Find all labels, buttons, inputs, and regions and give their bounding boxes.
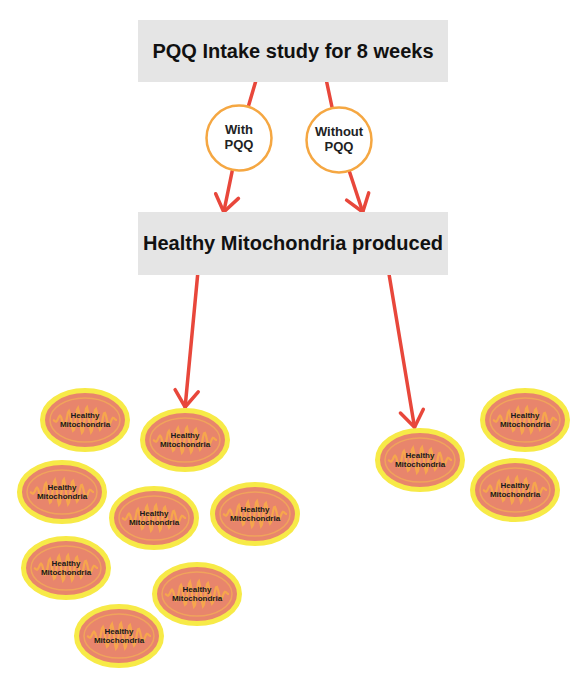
mitochondrion-label: Healthy Mitochondria [59, 411, 111, 429]
cristae-wave [483, 477, 547, 502]
mitochondrion-label: Healthy Mitochondria [171, 585, 223, 603]
cristae-wave [122, 505, 186, 530]
outer-membrane [43, 391, 128, 450]
outer-membrane [112, 489, 197, 548]
cristae-wave [87, 623, 151, 648]
cristae-wave [165, 581, 229, 606]
mitochondrion: Healthy Mitochondria [73, 603, 165, 669]
process-box: Healthy Mitochondria produced [138, 212, 448, 275]
mitochondrion: Healthy Mitochondria [374, 427, 466, 493]
arrow-connector [327, 82, 332, 107]
mitochondrion-label: Healthy Mitochondria [229, 505, 281, 523]
inner-membrane [27, 470, 97, 514]
outer-membrane [20, 463, 105, 522]
arrow-connector [347, 172, 369, 212]
mitochondrion-label: Healthy Mitochondria [36, 483, 88, 501]
node-label: Healthy Mitochondria produced [143, 232, 443, 255]
outer-membrane [473, 461, 558, 520]
circle-shape [307, 108, 372, 173]
mitochondrion: Healthy Mitochondria [469, 457, 561, 523]
inner-membrane [220, 492, 290, 536]
inner-membrane [119, 496, 189, 540]
outer-membrane [155, 565, 240, 624]
cristae-wave [388, 447, 452, 472]
inner-membrane [150, 418, 220, 462]
mitochondrion-label: Healthy Mitochondria [499, 411, 551, 429]
inner-membrane [50, 398, 120, 442]
mitochondrion-label: Healthy Mitochondria [40, 559, 92, 577]
mitochondrion: Healthy Mitochondria [479, 387, 571, 453]
arrow-head [347, 193, 369, 212]
branch-circle: With PQQ [205, 104, 273, 172]
node-label: With PQQ [210, 123, 268, 153]
cristae-wave [53, 407, 117, 432]
inner-membrane [162, 572, 232, 616]
cristae-wave [153, 427, 217, 452]
inner-membrane [31, 546, 101, 590]
cristae-wave [30, 479, 94, 504]
mitochondrion-label: Healthy Mitochondria [93, 627, 145, 645]
node-label: Without PQQ [310, 125, 368, 155]
cristae-wave [493, 407, 557, 432]
outer-membrane [143, 411, 228, 470]
inner-membrane [490, 398, 560, 442]
arrow-connector [175, 275, 198, 407]
mitochondrion: Healthy Mitochondria [151, 561, 243, 627]
mitochondrion-label: Healthy Mitochondria [489, 481, 541, 499]
cristae-wave [223, 501, 287, 526]
connector-line [249, 82, 256, 105]
arrow-connector [389, 275, 423, 427]
connector-line [389, 275, 414, 427]
arrow-head [216, 194, 239, 212]
branch-circle: Without PQQ [305, 106, 373, 174]
mitochondrion: Healthy Mitochondria [39, 387, 131, 453]
mitochondrion-label: Healthy Mitochondria [159, 431, 211, 449]
outer-membrane [378, 431, 463, 490]
mitochondrion-label: Healthy Mitochondria [128, 509, 180, 527]
outer-membrane [483, 391, 568, 450]
mitochondrion-label: Healthy Mitochondria [394, 451, 446, 469]
inner-membrane [84, 614, 154, 658]
arrow-connector [249, 82, 256, 105]
mitochondrion: Healthy Mitochondria [108, 485, 200, 551]
mitochondrion: Healthy Mitochondria [139, 407, 231, 473]
cristae-wave [34, 555, 98, 580]
arrow-head [175, 390, 198, 407]
outer-membrane [24, 539, 109, 598]
inner-membrane [480, 468, 550, 512]
outer-membrane [213, 485, 298, 544]
mitochondrion: Healthy Mitochondria [16, 459, 108, 525]
connector-line [327, 82, 332, 107]
connector-line [185, 275, 198, 407]
arrow-head [400, 409, 423, 427]
inner-membrane [385, 438, 455, 482]
node-label: PQQ Intake study for 8 weeks [152, 40, 433, 63]
outer-membrane [77, 607, 162, 666]
circle-shape [207, 106, 272, 171]
arrow-connector [216, 171, 239, 212]
mitochondrion: Healthy Mitochondria [20, 535, 112, 601]
process-box: PQQ Intake study for 8 weeks [138, 20, 448, 82]
mitochondrion: Healthy Mitochondria [209, 481, 301, 547]
